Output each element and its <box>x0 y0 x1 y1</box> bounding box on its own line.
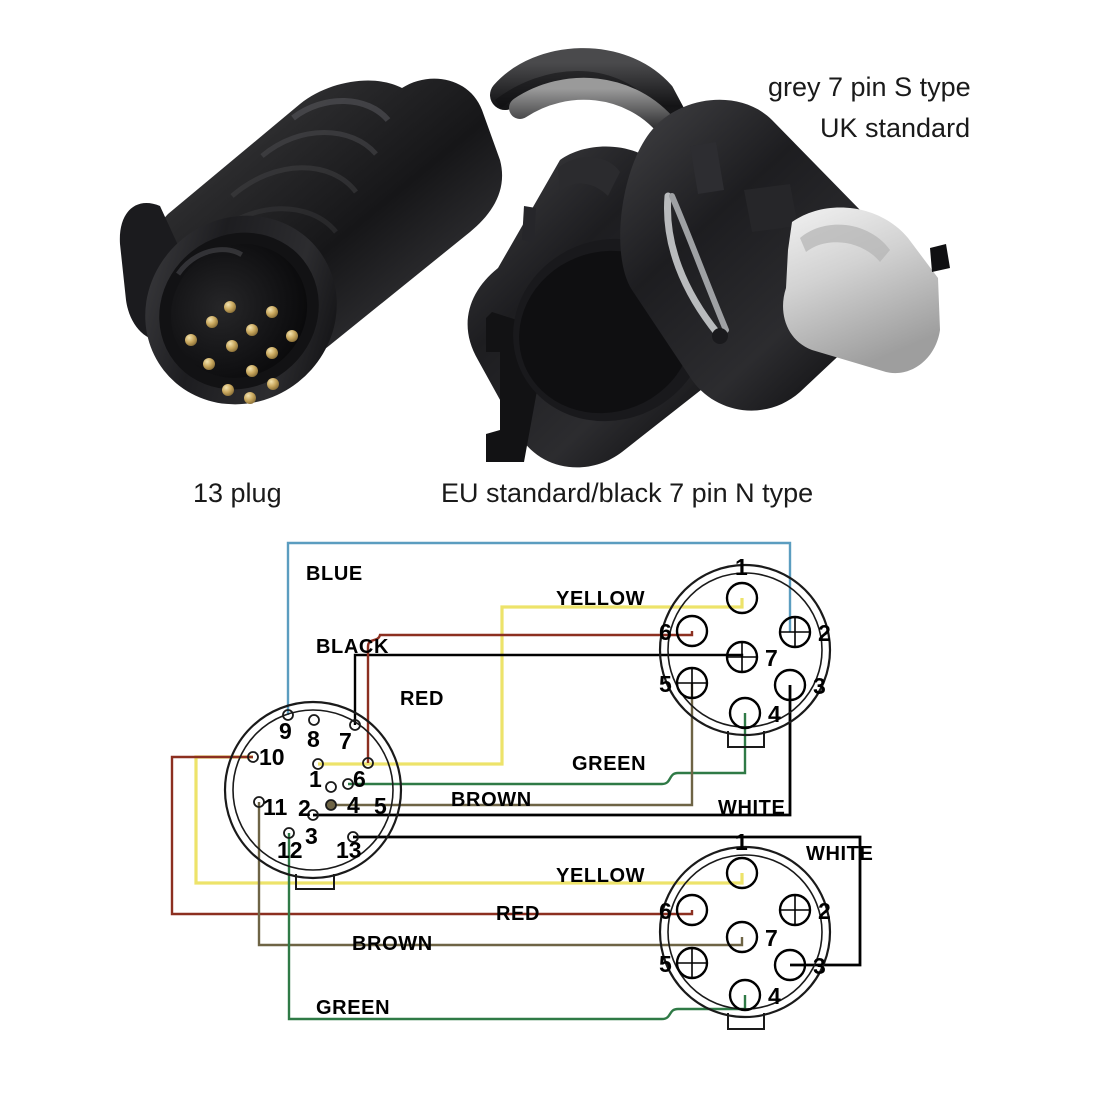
pin-label-13-4: 4 <box>347 792 360 818</box>
wire-red-top <box>366 631 694 763</box>
wire-blue <box>286 541 792 715</box>
product-photo-svg <box>119 48 950 468</box>
wire-red-bottom <box>170 755 694 916</box>
pin-label-13-6: 6 <box>353 766 366 792</box>
wire-label-green-11: GREEN <box>316 997 391 1019</box>
pin-label-13-3: 3 <box>305 823 318 849</box>
wire-label-yellow-1: YELLOW <box>556 588 646 610</box>
pin-label-13-7: 7 <box>339 728 352 754</box>
wire-white-bottom <box>353 835 862 967</box>
wire-label-red-3: RED <box>400 688 445 710</box>
wire-label-yellow-8: YELLOW <box>556 865 646 887</box>
connector-13-pin: 1 2 3 4 5 6 7 8 9 10 11 12 13 <box>223 700 403 890</box>
pin-label-7bot-5: 5 <box>659 951 672 977</box>
pin-label-7top-2: 2 <box>818 620 831 646</box>
label-13-plug: 13 plug <box>193 478 282 508</box>
pin-label-7bot-3: 3 <box>813 953 826 979</box>
pin-label-7top-3: 3 <box>813 673 826 699</box>
photo-13pin-pins <box>185 301 298 404</box>
wire-brown-bottom <box>257 802 744 947</box>
wire-yellow-top <box>318 598 744 766</box>
wire-label-brown-10: BROWN <box>352 933 433 955</box>
pin-label-7top-6: 6 <box>659 619 672 645</box>
photo-13pin-plug <box>119 78 503 405</box>
pin-label-7top-4: 4 <box>768 701 781 727</box>
pin-label-7top-1: 1 <box>735 554 748 580</box>
pin-label-13-9: 9 <box>279 718 292 744</box>
photo-grey-7pin-socket <box>620 99 950 411</box>
wire-label-white-7: WHITE <box>806 843 874 865</box>
pin-label-7bot-6: 6 <box>659 898 672 924</box>
wire-label-white-6: WHITE <box>718 797 786 819</box>
wire-label-blue-0: BLUE <box>306 563 363 585</box>
photo-cables <box>490 48 715 191</box>
connector-7-pin-bottom: 1 2 3 4 5 6 7 <box>658 829 832 1030</box>
wire-group <box>170 541 862 1021</box>
pin-label-7bot-1: 1 <box>735 829 748 855</box>
pin-label-7top-7: 7 <box>765 645 778 671</box>
wire-label-black-2: BLACK <box>316 636 389 658</box>
label-grey-7pin-s-type-line1: grey 7 pin S type <box>768 72 971 102</box>
pin-label-7bot-7: 7 <box>765 925 778 951</box>
wiring-diagram-svg: 1 2 3 4 5 6 7 8 9 10 11 12 13 <box>170 541 862 1030</box>
wire-white-top <box>313 685 792 817</box>
wire-green-bottom <box>287 833 747 1021</box>
pin-label-13-12: 12 <box>277 837 303 863</box>
wire-brown-top <box>331 683 694 807</box>
pin-label-13-2: 2 <box>298 795 311 821</box>
wire-label-green-4: GREEN <box>572 753 647 775</box>
product-photo: grey 7 pin S type UK standard 13 plug EU… <box>0 0 1100 530</box>
label-eu-standard-7pin-n-type: EU standard/black 7 pin N type <box>441 478 814 508</box>
wire-label-brown-5: BROWN <box>451 789 532 811</box>
wire-label-red-9: RED <box>496 903 541 925</box>
pin-label-13-10: 10 <box>259 744 285 770</box>
pin-label-7bot-4: 4 <box>768 983 781 1009</box>
pin-label-13-11: 11 <box>263 794 288 820</box>
connector-7-pin-top: 1 2 3 4 5 6 7 <box>658 554 832 748</box>
wire-green-top <box>348 713 747 786</box>
pin-label-13-5: 5 <box>374 793 387 819</box>
label-grey-7pin-s-type-line2: UK standard <box>820 113 971 143</box>
pin-label-7top-5: 5 <box>659 671 672 697</box>
pin-label-13-1: 1 <box>309 766 322 792</box>
pin-label-13-13: 13 <box>336 837 362 863</box>
wiring-diagram: 1 2 3 4 5 6 7 8 9 10 11 12 13 <box>0 525 1100 1100</box>
pin-label-13-8: 8 <box>307 726 320 752</box>
wire-yellow-bottom <box>194 755 744 885</box>
pin-label-7bot-2: 2 <box>818 898 831 924</box>
